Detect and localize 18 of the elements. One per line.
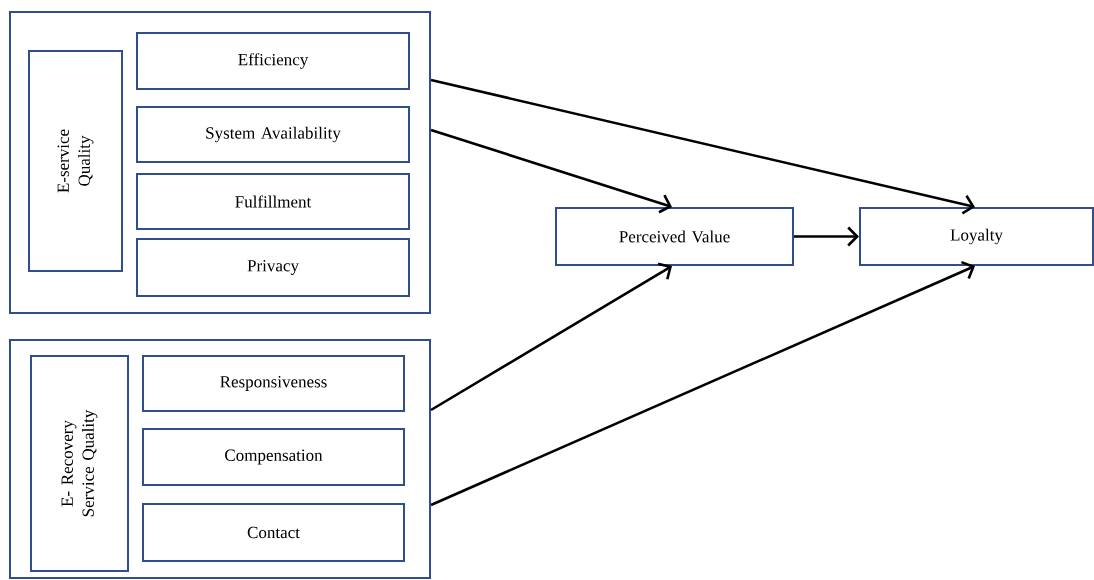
label-box: Loyalty [859, 207, 1094, 266]
label-box: Efficiency [136, 32, 410, 90]
label-box: Fulfillment [136, 173, 410, 230]
group-box [9, 11, 431, 314]
arrow [430, 78, 975, 215]
label-box: Responsiveness [142, 355, 405, 412]
label-box: Perceived Value [555, 207, 794, 266]
label-box: Contact [142, 503, 405, 562]
label-box: Compensation [142, 428, 405, 486]
arrow [430, 260, 975, 507]
label-box: Privacy [136, 238, 410, 297]
group-box [9, 339, 431, 579]
construct-box: E-service Quality [28, 50, 123, 272]
arrow [430, 262, 672, 412]
arrow [794, 226, 859, 247]
label-box: System Availability [136, 106, 410, 163]
arrow [430, 128, 672, 214]
construct-box: E- Recovery Service Quality [30, 355, 129, 572]
